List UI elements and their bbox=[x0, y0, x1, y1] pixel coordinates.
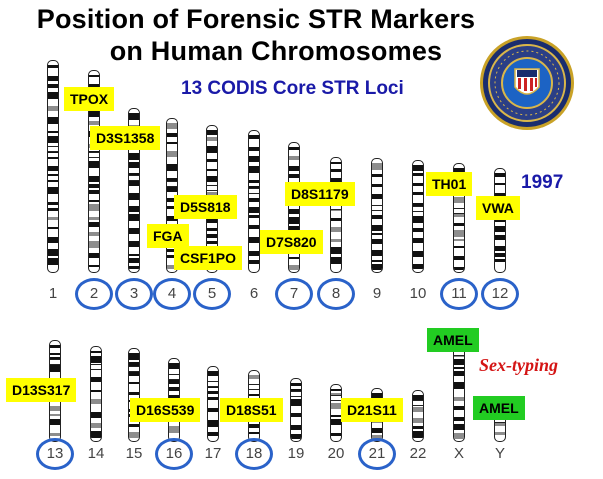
chromosome-number-y: Y bbox=[494, 445, 505, 462]
marker-label-fga-chr4: FGA bbox=[147, 224, 189, 248]
chromosome-1 bbox=[47, 60, 59, 273]
marker-label-d8s1179-chr8: D8S1179 bbox=[285, 182, 355, 206]
core-locus-circle-18 bbox=[235, 438, 273, 470]
marker-label-d3s1358-chr3: D3S1358 bbox=[90, 126, 161, 150]
marker-label-amel-chrx: AMEL bbox=[427, 328, 479, 352]
chromosome-number-x: X bbox=[453, 445, 464, 462]
chromosome-12 bbox=[494, 168, 506, 273]
title-line-1: Position of Forensic STR Markers bbox=[36, 4, 476, 34]
marker-label-d18s51-chr18: D18S51 bbox=[220, 398, 283, 422]
chromosome-number-9: 9 bbox=[372, 285, 382, 302]
core-locus-circle-11 bbox=[440, 278, 478, 310]
chromosome-number-20: 20 bbox=[327, 445, 345, 462]
subtitle: 13 CODIS Core STR Loci bbox=[181, 78, 404, 99]
chromosome-x bbox=[453, 328, 465, 442]
marker-label-d13s317-chr13: D13S317 bbox=[6, 378, 77, 402]
chromosome-19 bbox=[290, 378, 302, 442]
core-locus-circle-7 bbox=[275, 278, 313, 310]
title-line-2: on Human Chromosomes bbox=[109, 36, 443, 66]
core-locus-circle-8 bbox=[317, 278, 355, 310]
core-locus-circle-3 bbox=[115, 278, 153, 310]
year-label: 1997 bbox=[521, 172, 564, 193]
chromosome-number-17: 17 bbox=[204, 445, 222, 462]
chromosome-15 bbox=[128, 348, 140, 442]
marker-label-d21s11-chr21: D21S11 bbox=[341, 398, 403, 422]
marker-label-th01-chr11: TH01 bbox=[426, 172, 473, 196]
chromosome-17 bbox=[207, 366, 219, 442]
marker-label-vwa-chr12: VWA bbox=[476, 196, 520, 220]
sex-typing-label: Sex-typing bbox=[479, 355, 558, 375]
chromosome-number-6: 6 bbox=[249, 285, 259, 302]
core-locus-circle-5 bbox=[193, 278, 231, 310]
marker-label-tpox-chr2: TPOX bbox=[64, 87, 115, 111]
core-locus-circle-21 bbox=[358, 438, 396, 470]
core-locus-circle-2 bbox=[75, 278, 113, 310]
core-locus-circle-12 bbox=[481, 278, 519, 310]
core-locus-circle-16 bbox=[155, 438, 193, 470]
marker-label-d5s818-chr5: D5S818 bbox=[174, 195, 237, 219]
chromosome-8 bbox=[330, 157, 342, 273]
marker-label-amel-chry: AMEL bbox=[473, 396, 525, 420]
chromosome-number-1: 1 bbox=[48, 285, 58, 302]
chromosome-number-10: 10 bbox=[409, 285, 427, 302]
fbi-seal-icon bbox=[480, 36, 574, 130]
chromosome-10 bbox=[412, 160, 424, 273]
marker-label-d7s820-chr7: D7S820 bbox=[260, 230, 323, 254]
chromosome-number-19: 19 bbox=[287, 445, 305, 462]
marker-label-csf1po-chr5: CSF1PO bbox=[174, 246, 243, 270]
chromosome-6 bbox=[248, 130, 260, 273]
chromosome-22 bbox=[412, 390, 424, 442]
chromosome-9 bbox=[371, 158, 383, 273]
chromosome-number-22: 22 bbox=[409, 445, 427, 462]
core-locus-circle-4 bbox=[153, 278, 191, 310]
core-locus-circle-13 bbox=[36, 438, 74, 470]
chromosome-number-14: 14 bbox=[87, 445, 105, 462]
chromosome-number-15: 15 bbox=[125, 445, 143, 462]
marker-label-d16s539-chr16: D16S539 bbox=[130, 398, 201, 422]
chromosome-14 bbox=[90, 346, 102, 442]
